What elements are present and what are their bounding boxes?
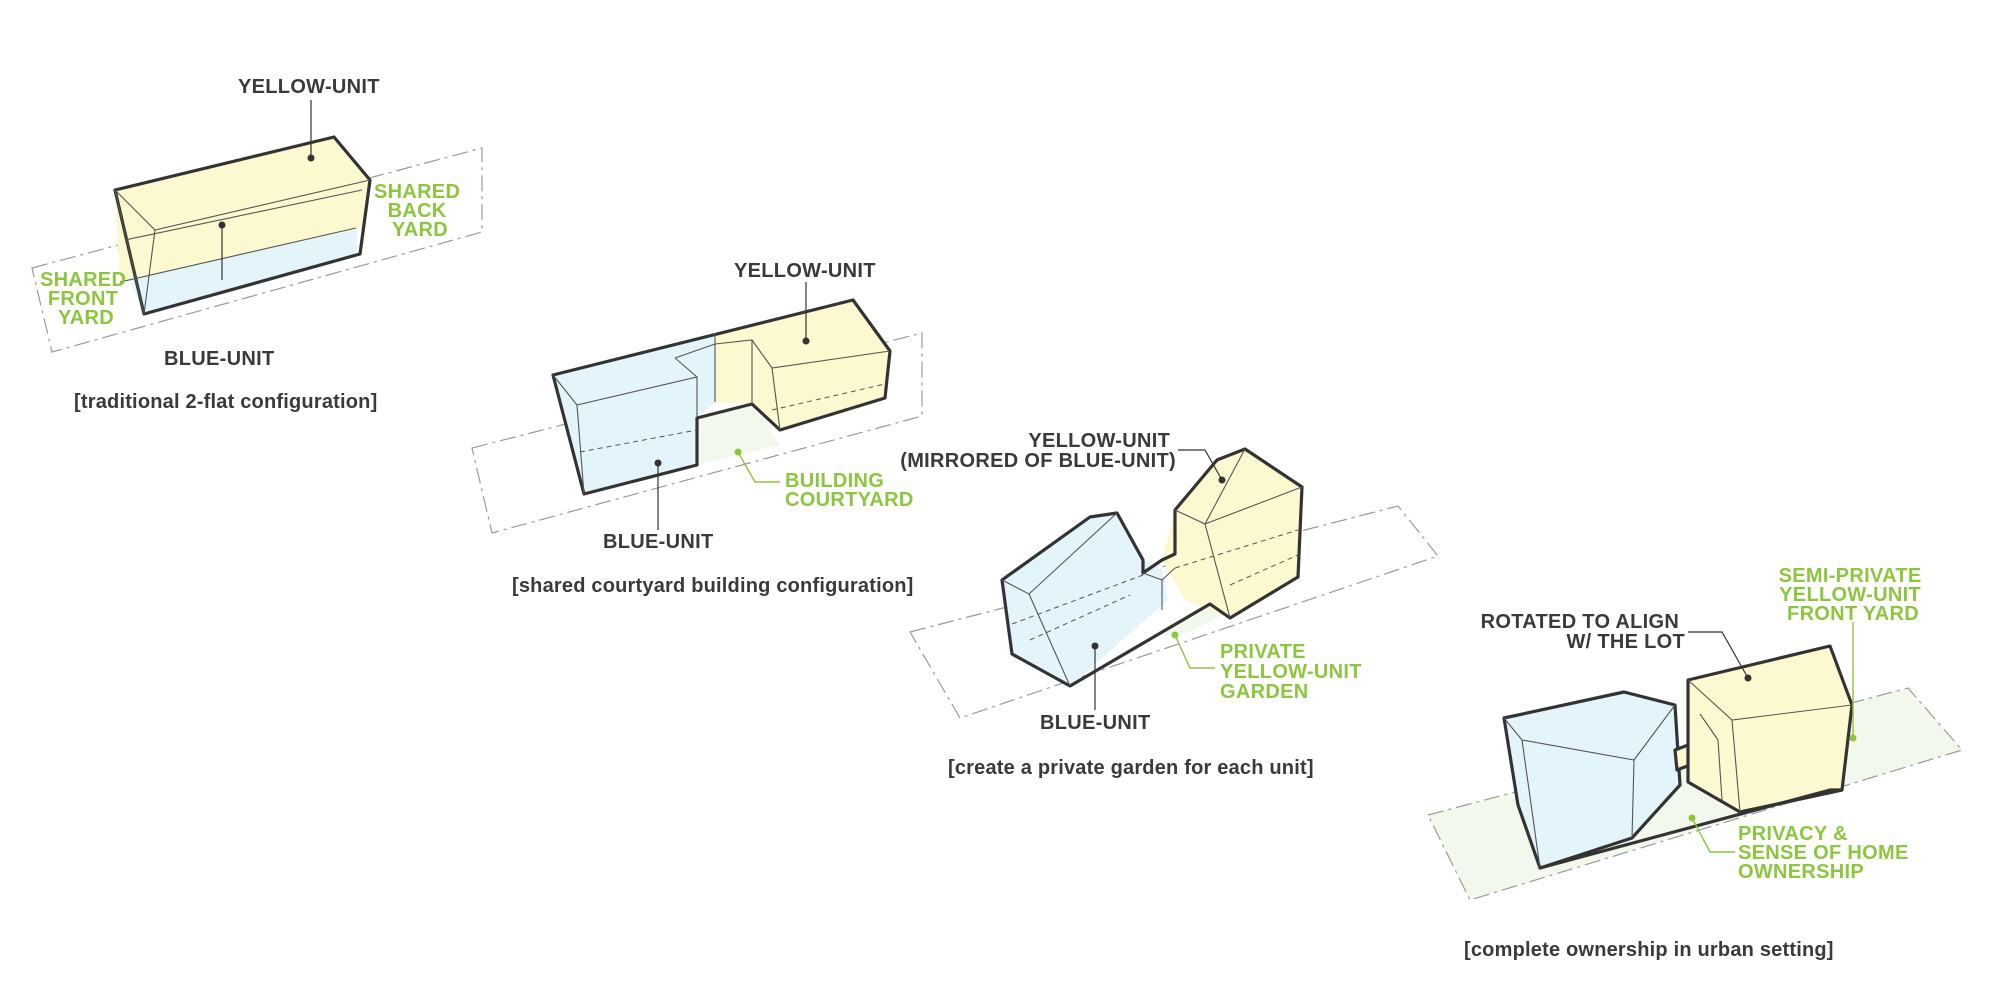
label-yellow-unit-mirrored: YELLOW-UNIT (MIRRORED OF BLUE-UNIT) <box>900 430 1176 472</box>
yellow-unit-volume <box>715 300 890 430</box>
lot-outline <box>909 505 1440 719</box>
connector <box>1675 745 1690 770</box>
label-semi-private-front-yard: SEMI-PRIVATE YELLOW-UNIT FRONT YARD <box>1779 565 1928 625</box>
caption-shared-courtyard: [shared courtyard building configuration… <box>512 575 914 597</box>
lot-outline <box>471 332 923 534</box>
label-blue-unit: BLUE-UNIT <box>603 531 713 553</box>
label-yellow-unit: YELLOW-UNIT <box>734 260 876 282</box>
lot-outline <box>31 147 483 353</box>
blue-edges <box>1503 704 1676 869</box>
label-privacy-ownership: PRIVACY & SENSE OF HOME OWNERSHIP <box>1738 823 1914 883</box>
yellow-edges <box>1687 679 1853 813</box>
caption-traditional: [traditional 2-flat configuration] <box>74 391 377 413</box>
label-rotated: ROTATED TO ALIGN W/ THE LOT <box>1481 611 1685 653</box>
blue-unit-volume <box>553 333 715 494</box>
building-edges <box>552 333 891 495</box>
label-yellow-unit: YELLOW-UNIT <box>238 76 380 98</box>
label-private-garden: PRIVATE YELLOW-UNIT GARDEN <box>1220 641 1368 703</box>
label-shared-back-yard: SHARED BACK YARD <box>374 181 466 241</box>
panel-shared-courtyard: YELLOW-UNIT BLUE-UNIT BUILDING COURTYARD… <box>471 260 923 597</box>
yellow-unit-volume <box>1688 646 1852 812</box>
building-edges <box>114 179 371 315</box>
label-blue-unit: BLUE-UNIT <box>164 348 274 370</box>
panel-private-garden: YELLOW-UNIT (MIRRORED OF BLUE-UNIT) BLUE… <box>900 430 1440 779</box>
yellow-unit-volume <box>1162 449 1302 618</box>
label-shared-front-yard: SHARED FRONT YARD <box>40 269 132 329</box>
courtyard-area <box>697 404 780 465</box>
building-edges <box>1001 448 1303 687</box>
blue-unit-inner <box>675 344 715 418</box>
label-blue-unit: BLUE-UNIT <box>1040 712 1150 734</box>
building-outline-blue <box>1000 447 1304 688</box>
caption-complete-ownership: [complete ownership in urban setting] <box>1464 939 1834 961</box>
label-building-courtyard: BUILDING COURTYARD <box>785 470 914 511</box>
panel-complete-ownership: ROTATED TO ALIGN W/ THE LOT SEMI-PRIVATE… <box>1427 565 1964 961</box>
blue-unit-volume <box>1504 692 1680 868</box>
building-outline <box>551 298 892 496</box>
building-outline-blue <box>1502 690 1682 870</box>
caption-private-garden: [create a private garden for each unit] <box>948 757 1314 779</box>
blue-unit-volume <box>1002 513 1168 686</box>
panel-traditional-2-flat: YELLOW-UNIT BLUE-UNIT SHARED BACK YARD S… <box>31 76 483 413</box>
